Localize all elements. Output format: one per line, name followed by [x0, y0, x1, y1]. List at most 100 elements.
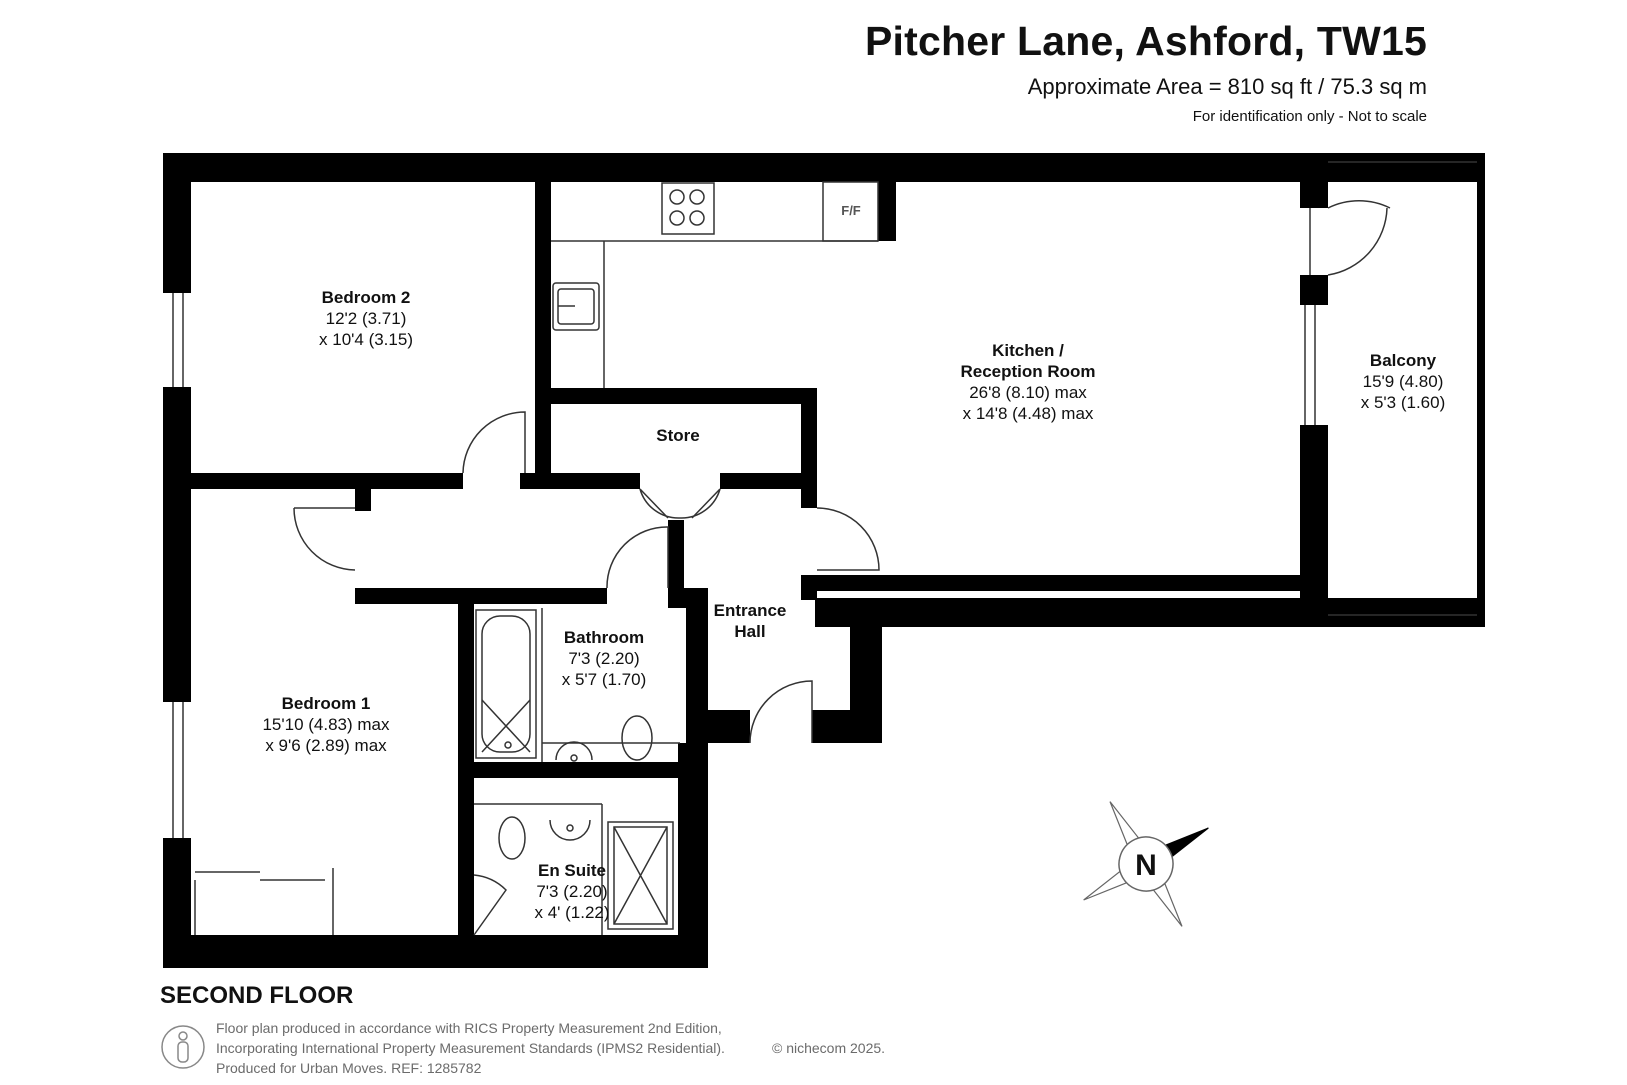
wall-hall-bottom — [355, 588, 607, 604]
bathroom-vanity — [541, 608, 680, 762]
bedroom2-dim1: 12'2 (3.71) — [326, 309, 407, 328]
bedroom2-door — [462, 411, 526, 474]
bedroom2-name: Bedroom 2 — [322, 288, 411, 307]
fridge-freezer — [822, 181, 879, 242]
wall-hall-bottom-left — [686, 710, 750, 743]
balcony-door — [1309, 200, 1391, 275]
footer-line-1: Floor plan produced in accordance with R… — [216, 1020, 722, 1036]
bedroom1-dim2: x 9'6 (2.89) max — [265, 736, 387, 755]
wall-kitchen-bottom-inner — [801, 575, 1321, 591]
wardrobe — [194, 868, 334, 935]
entrance-kitchen-door — [816, 507, 880, 571]
balcony-rail-top — [1320, 153, 1485, 162]
bathroom-wc — [621, 715, 653, 761]
bedroom1-door — [293, 507, 356, 571]
outer-wall-bottom-kitchen — [815, 598, 1485, 627]
outer-wall-bottom — [163, 935, 708, 968]
wall-bed2-bottom-right — [520, 473, 640, 489]
wall-bathroom-bottom — [458, 762, 708, 778]
ensuite-dim1: 7'3 (2.20) — [536, 882, 607, 901]
person-icon — [161, 1025, 205, 1069]
ensuite-dim2: x 4' (1.22) — [534, 903, 609, 922]
bathroom-dim2: x 5'7 (1.70) — [562, 670, 647, 689]
entrance-name1: Entrance — [714, 601, 787, 620]
wall-bed2-bottom-left — [163, 473, 463, 489]
footer: Floor plan produced in accordance with R… — [160, 1020, 920, 1084]
approximate-area: Approximate Area = 810 sq ft / 75.3 sq m — [1027, 74, 1427, 99]
bathroom-dim1: 7'3 (2.20) — [568, 649, 639, 668]
fixtures-lines — [172, 161, 1477, 936]
outer-wall-left-mid — [163, 387, 191, 702]
wall-fridge-stub — [878, 153, 896, 241]
balcony-wall-mid — [1300, 275, 1328, 305]
wall-bath-hall-top — [668, 520, 684, 590]
ensuite-name: En Suite — [538, 861, 606, 880]
wall-hall-bottom-right — [812, 710, 882, 743]
ensuite-basin-drain — [566, 824, 574, 832]
ensuite-wc — [498, 816, 526, 860]
bathroom-basin — [555, 741, 593, 761]
shower-tray-inner — [613, 826, 668, 925]
entrance-name2: Hall — [734, 622, 765, 641]
disclaimer-note: For identification only - Not to scale — [1192, 108, 1427, 125]
balcony-rail-right — [1477, 153, 1485, 627]
kitchen-dim2: x 14'8 (4.48) max — [963, 404, 1094, 423]
window-bedroom1 — [172, 702, 184, 838]
ensuite-outline — [474, 803, 603, 935]
bedroom1-dim1: 15'10 (4.83) max — [262, 715, 390, 734]
kitchen-name1: Kitchen / — [992, 341, 1064, 360]
shower-tray — [607, 821, 674, 930]
bathroom-door — [606, 526, 669, 589]
hob-ring — [689, 189, 705, 205]
footer-line-2: Incorporating International Property Mea… — [216, 1040, 725, 1056]
ensuite-door — [473, 874, 507, 936]
ensuite-basin — [549, 819, 591, 841]
balcony-name: Balcony — [1370, 351, 1437, 370]
kitchen-dim1: 26'8 (8.10) max — [969, 383, 1087, 402]
walls — [163, 153, 1485, 968]
kitchen-sink — [552, 282, 600, 331]
compass-icon: N — [1083, 801, 1209, 927]
bedroom2-dim2: x 10'4 (3.15) — [319, 330, 413, 349]
hob-ring — [689, 210, 705, 226]
fridge-label: F/F — [841, 203, 861, 218]
wall-store-bottom-right — [720, 473, 817, 489]
room-labels: Bedroom 2 12'2 (3.71) x 10'4 (3.15) Kitc… — [262, 203, 1445, 922]
kitchen-name2: Reception Room — [960, 362, 1095, 381]
window-balcony — [1304, 305, 1316, 425]
store-doors — [639, 488, 721, 519]
bathroom-name: Bathroom — [564, 628, 644, 647]
bedroom1-name: Bedroom 1 — [282, 694, 371, 713]
wall-bath-right — [686, 588, 708, 743]
balcony-dim1: 15'9 (4.80) — [1363, 372, 1444, 391]
balcony-door-swing — [1327, 207, 1388, 276]
balcony-wall-top — [1300, 153, 1328, 208]
basin-drain — [570, 754, 578, 762]
bath-inner — [481, 615, 531, 753]
kitchen-worktop — [551, 240, 878, 388]
outer-wall-top — [163, 153, 1485, 182]
page-title: Pitcher Lane, Ashford, TW15 — [864, 18, 1427, 64]
wall-store-top — [535, 388, 817, 404]
wall-ensuite-left-bottom — [458, 875, 474, 935]
bath-drain — [504, 741, 512, 749]
window-bedroom2 — [172, 293, 184, 387]
balcony-dim2: x 5'3 (1.60) — [1361, 393, 1446, 412]
bath-cross — [481, 699, 531, 753]
hob-ring — [669, 210, 685, 226]
wall-store-right — [801, 388, 817, 508]
bath — [475, 609, 537, 759]
balcony-outline — [1328, 161, 1477, 616]
wall-ensuite-right — [678, 743, 708, 968]
wall-bed2-kitchen — [535, 153, 551, 478]
footer-line-3: Produced for Urban Moves. REF: 1285782 — [216, 1060, 482, 1076]
wall-hall-stub — [355, 473, 371, 511]
copyright: © nichecom 2025. — [772, 1040, 886, 1056]
store-door-swing — [639, 488, 721, 519]
store-name: Store — [656, 426, 699, 445]
shower-cross — [613, 826, 668, 925]
floor-label: SECOND FLOOR — [160, 982, 354, 1009]
compass-letter: N — [1135, 849, 1157, 882]
hob-ring — [669, 189, 685, 205]
